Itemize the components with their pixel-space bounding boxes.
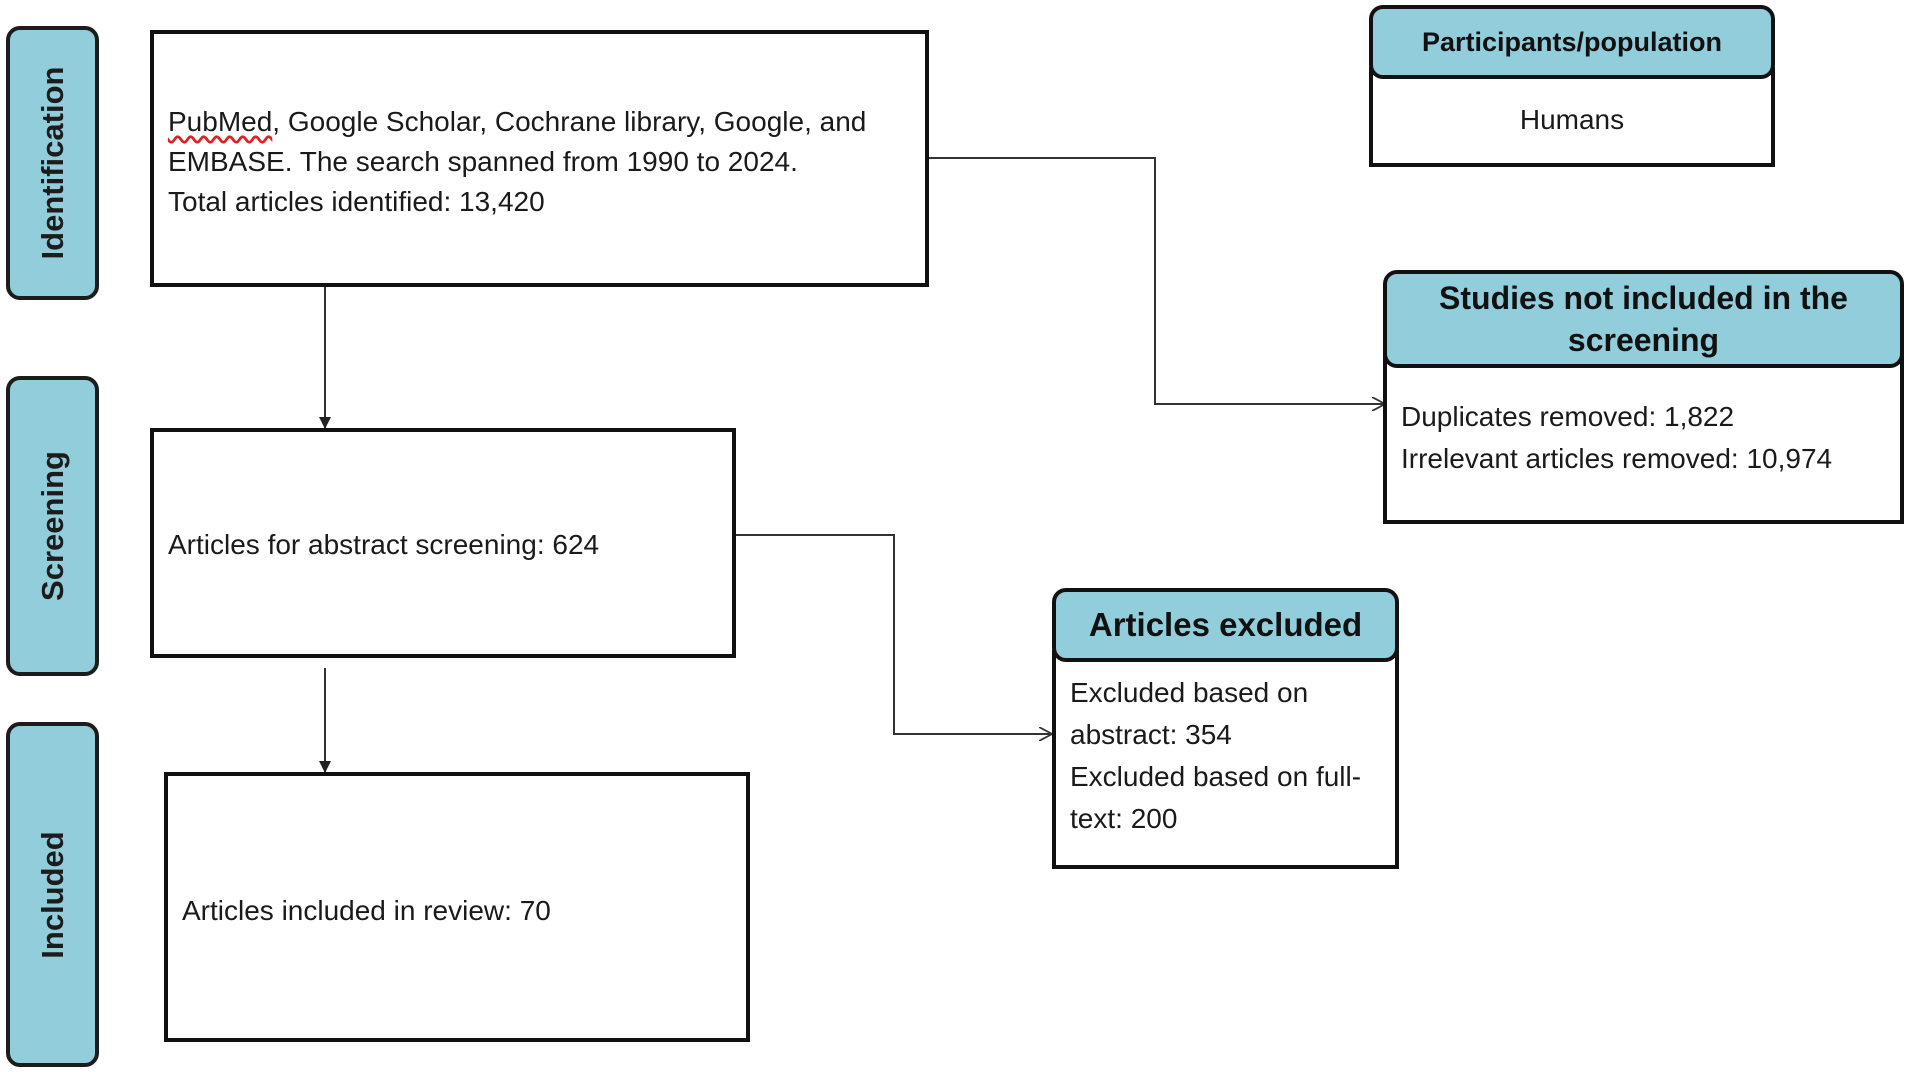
not-included-header: Studies not included in the screening: [1383, 270, 1904, 368]
excluded-abstract-count: abstract: 354: [1070, 719, 1232, 750]
excluded-abstract-label: Excluded based on: [1070, 677, 1309, 708]
participants-body: Humans: [1369, 67, 1775, 167]
screening-box: Articles for abstract screening: 624: [150, 428, 736, 658]
source-pubmed: PubMed: [168, 106, 273, 137]
excluded-header: Articles excluded: [1052, 588, 1399, 662]
phase-screening-label: Screening: [34, 451, 70, 601]
phase-identification: Identification: [6, 26, 99, 300]
screening-text: Articles for abstract screening: 624: [168, 525, 599, 565]
not-included-header-line-1: Studies not included in the: [1439, 280, 1848, 316]
participants-header: Participants/population: [1369, 5, 1775, 79]
identification-line-2: EMBASE. The search spanned from 1990 to …: [168, 146, 798, 177]
excluded-fulltext-label: Excluded based on full-: [1070, 761, 1362, 792]
included-count: Articles included in review: 70: [182, 895, 551, 926]
not-included-text: Duplicates removed: 1,822 Irrelevant art…: [1401, 396, 1832, 480]
not-included-body: Duplicates removed: 1,822 Irrelevant art…: [1383, 354, 1904, 524]
excluded-fulltext-count: text: 200: [1070, 803, 1178, 834]
identification-line-1: PubMed, Google Scholar, Cochrane library…: [168, 102, 866, 142]
phase-included-label: Included: [34, 830, 70, 959]
irrelevant-removed: Irrelevant articles removed: 10,974: [1401, 443, 1833, 474]
excluded-text: Excluded based on abstract: 354 Excluded…: [1070, 672, 1361, 840]
screening-count: Articles for abstract screening: 624: [168, 529, 600, 560]
participants-panel: Participants/population Humans: [1369, 5, 1775, 167]
phase-screening: Screening: [6, 376, 99, 676]
excluded-body: Excluded based on abstract: 354 Excluded…: [1052, 650, 1399, 869]
phase-included: Included: [6, 722, 99, 1067]
source-others: , Google Scholar, Cochrane library, Goog…: [272, 106, 867, 137]
identification-total: Total articles identified: 13,420: [168, 186, 545, 217]
arrow-identification-to-not-included: [929, 157, 1385, 404]
phase-identification-label: Identification: [34, 66, 70, 260]
participants-value: Humans: [1519, 104, 1625, 135]
not-included-panel: Studies not included in the screening Du…: [1383, 270, 1904, 524]
included-text: Articles included in review: 70: [182, 891, 551, 931]
duplicates-removed: Duplicates removed: 1,822: [1401, 401, 1735, 432]
identification-box: PubMed, Google Scholar, Cochrane library…: [150, 30, 929, 287]
identification-text: PubMed, Google Scholar, Cochrane library…: [168, 102, 866, 222]
arrow-screening-to-excluded: [736, 534, 1052, 734]
not-included-header-line-2: screening: [1567, 322, 1720, 358]
excluded-panel: Articles excluded Excluded based on abst…: [1052, 588, 1399, 869]
included-box: Articles included in review: 70: [164, 772, 750, 1042]
